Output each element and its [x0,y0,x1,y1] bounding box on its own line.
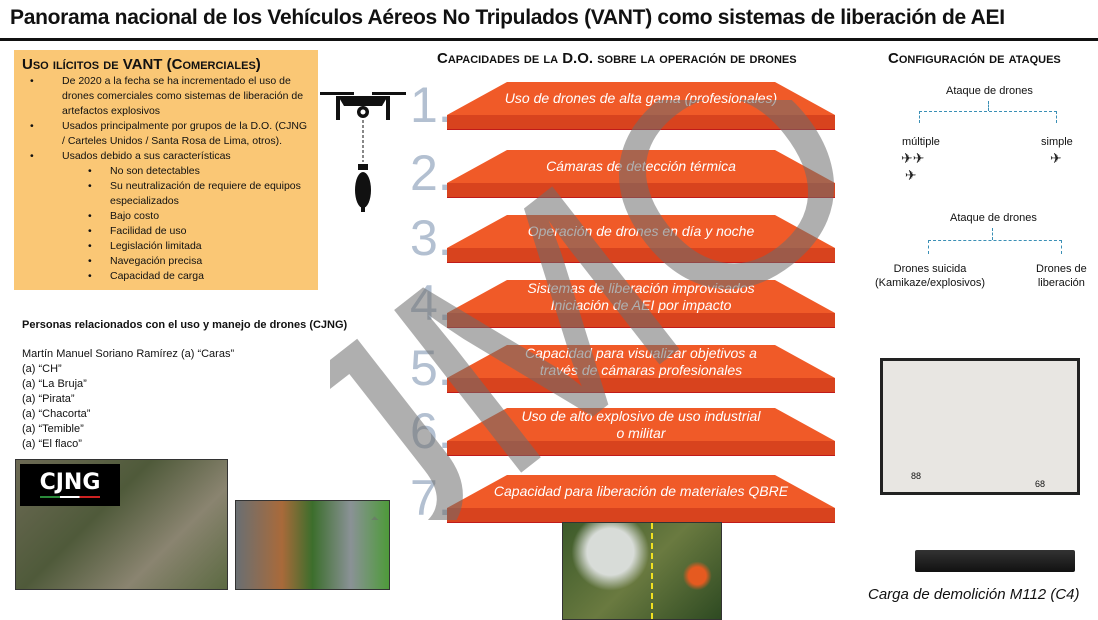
capability-number: 6. [410,403,452,459]
bar-shape [447,150,835,198]
capability-text: Cámaras de detección térmica [546,158,736,174]
capability-text: Capacidad para liberación de materiales … [493,483,789,499]
tree2-right: Drones de liberación [1036,263,1087,289]
capability-number: 3. [410,210,452,266]
capability-number: 2. [410,145,452,201]
tree2-left: Drones suicida (Kamikaze/explosivos) [875,263,986,289]
explosive-parts-photo: 88 68 [880,358,1080,495]
single-drone-icon: ✈ [1050,150,1062,166]
bullet: Usados principalmente por grupos de la D… [22,119,310,149]
bar-shape [447,408,835,456]
characteristic: No son detectables [62,164,310,179]
capability-bar: Capacidad para visualizar objetivos a tr… [447,345,835,393]
title-divider [0,38,1098,41]
characteristic: Facilidad de uso [62,224,310,239]
tree1-right: simple [1041,136,1073,148]
c4-charge-image [915,550,1075,572]
bar-shape [447,475,835,523]
tree-connector [988,101,989,111]
person: (a) “CH” [22,363,62,375]
cjng-suspect-photo: CJNG [15,459,228,590]
persons-section: Personas relacionados con el uso y manej… [22,318,347,452]
aerial-drone-photo [562,522,722,620]
tree2-root: Ataque de drones [950,212,1037,224]
illicit-use-box: Uso ilícitos de VANT (Comerciales) De 20… [14,50,318,290]
tree-connector [919,111,1057,123]
person: (a) “Chacorta” [22,408,91,420]
person: (a) “Temible” [22,423,84,435]
attacks-heading: Configuración de ataques [888,50,1061,67]
tree1-left: múltiple [902,136,940,148]
drone-bomb-icon [320,92,406,212]
multiple-drones-icon: ✈✈ ✈ [901,150,925,183]
drone-equipment-photo [235,500,390,590]
bullet: De 2020 a la fecha se ha incrementado el… [22,74,310,119]
characteristic: Bajo costo [62,209,310,224]
bar-shape [447,82,835,130]
characteristic: Capacidad de carga [62,269,310,284]
capability-text: Capacidad para visualizar objetivos a tr… [525,345,757,378]
tree1-root: Ataque de drones [946,85,1033,97]
person: (a) “Pirata” [22,393,75,405]
capability-bar: Uso de alto explosivo de uso industrial … [447,408,835,456]
bar-shape [447,345,835,393]
capability-text: Operación de drones en día y noche [527,223,755,239]
persons-heading: Personas relacionados con el uso y manej… [22,319,348,331]
characteristic: Navegación precisa [62,254,310,269]
illicit-use-heading: Uso ilícitos de VANT (Comerciales) [22,56,261,73]
capability-text: Uso de alto explosivo de uso industrial … [521,408,761,441]
bullet-text: Usados debido a sus características [62,150,231,162]
slide-title: Panorama nacional de los Vehículos Aéreo… [10,6,1005,29]
tree-connector [992,228,993,240]
capability-text: Sistemas de liberación improvisados Inic… [527,280,755,313]
capability-number: 7. [410,470,452,526]
bar-shape [447,215,835,263]
capability-bar: Capacidad para liberación de materiales … [447,475,835,523]
capability-bar: Uso de drones de alta gama (profesionale… [447,82,835,130]
capability-bar: Sistemas de liberación improvisados Inic… [447,280,835,328]
capability-number: 5. [410,340,452,396]
capability-bar: Operación de drones en día y noche [447,215,835,263]
bar-shape [447,280,835,328]
capability-text: Uso de drones de alta gama (profesionale… [504,90,778,106]
person: (a) “La Bruja” [22,378,87,390]
cjng-logo: CJNG [20,464,120,506]
parts-label: 88 [911,471,922,481]
characteristic: Legislación limitada [62,239,310,254]
capability-number: 4. [410,275,452,331]
parts-label: 68 [1035,479,1046,489]
capability-bar: Cámaras de detección térmica [447,150,835,198]
capabilities-heading: Capacidades de la D.O. sobre la operació… [437,50,797,67]
c4-caption: Carga de demolición M112 (C4) [868,586,1080,603]
characteristic: Su neutralización de requiere de equipos… [62,179,310,209]
tree-connector [928,240,1062,254]
person: Martín Manuel Soriano Ramírez (a) “Caras… [22,348,235,360]
person: (a) “El flaco” [22,438,82,450]
capability-number: 1. [410,77,452,133]
bullet: Usados debido a sus características No s… [22,149,310,284]
